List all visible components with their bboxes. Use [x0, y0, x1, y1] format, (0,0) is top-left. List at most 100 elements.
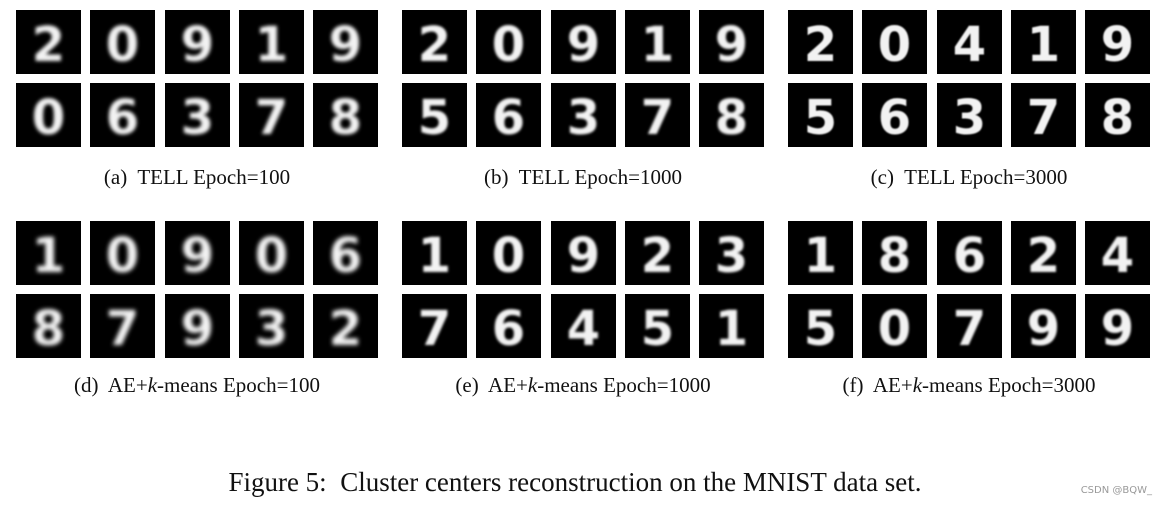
digit-glyph: 4 — [566, 301, 599, 357]
method-k: k — [147, 373, 158, 397]
digit-text: 1 — [804, 228, 837, 284]
watermark: CSDN @BQW_ — [1080, 485, 1152, 496]
digit-image: 7 — [90, 294, 156, 358]
digit-glyph: 9 — [566, 228, 599, 284]
digit-image: 5 — [788, 294, 853, 358]
digit-glyph: 5 — [418, 90, 451, 146]
digit-glyph: 3 — [952, 90, 985, 146]
digit-glyph: 7 — [1027, 90, 1060, 146]
digit-glyph: 4 — [1101, 228, 1134, 284]
digit-image: 9 — [1085, 294, 1150, 358]
digit-text: 2 — [804, 17, 837, 73]
digit-image: 0 — [90, 221, 156, 285]
digit-glyph: 9 — [1101, 301, 1134, 357]
digit-image: 9 — [1010, 294, 1076, 358]
digit-text: 9 — [1101, 301, 1134, 357]
digit-text: 4 — [1101, 228, 1134, 284]
digit-glyph: 9 — [715, 17, 748, 73]
digit-image: 1 — [624, 10, 690, 74]
method-k: k — [912, 373, 923, 397]
digit-glyph: 4 — [952, 17, 985, 73]
method-name: AE+ — [107, 373, 148, 397]
subfigure-label: (c) — [870, 165, 894, 189]
digit-image: 2 — [624, 221, 690, 285]
digit-image: 2 — [788, 10, 853, 74]
digit-image: 7 — [624, 83, 690, 147]
digit-image: 1 — [1010, 10, 1076, 74]
digit-text: 7 — [418, 301, 451, 357]
digit-image: 6 — [90, 83, 156, 147]
digit-image: 1 — [699, 294, 764, 358]
digit-image: 8 — [16, 294, 81, 358]
digit-image: 0 — [238, 221, 304, 285]
digit-image: 8 — [313, 83, 378, 147]
digit-text: 3 — [952, 90, 985, 146]
digit-image: 4 — [1085, 221, 1150, 285]
digit-glyph: 1 — [1027, 17, 1060, 73]
digit-glyph: 9 — [180, 228, 213, 284]
digit-text: 0 — [492, 17, 525, 73]
digit-text: 3 — [566, 90, 599, 146]
digit-image: 0 — [476, 221, 542, 285]
subfigure-caption: (e) AE+k-means Epoch=1000 — [402, 373, 764, 397]
digit-text: 1 — [1027, 17, 1060, 73]
method-name: TELL — [137, 165, 188, 189]
digit-glyph: 2 — [1027, 228, 1060, 284]
figure-number: Figure 5: — [228, 467, 327, 497]
digit-image: 2 — [1010, 221, 1076, 285]
digit-image: 0 — [476, 10, 542, 74]
digit-image: 8 — [1085, 83, 1150, 147]
digit-glyph: 0 — [255, 228, 288, 284]
digit-image: 1 — [402, 221, 467, 285]
epoch-label: Epoch=1000 — [603, 373, 711, 397]
digit-image: 1 — [16, 221, 81, 285]
subfigure-label: (f) — [842, 373, 864, 397]
digit-text: 5 — [641, 301, 674, 357]
digit-image: 9 — [164, 10, 230, 74]
method-name: TELL — [518, 165, 570, 189]
digit-glyph: 6 — [492, 90, 525, 146]
epoch-label: Epoch=1000 — [574, 165, 682, 189]
digit-glyph: 1 — [32, 228, 65, 284]
digit-glyph: 9 — [566, 17, 599, 73]
digit-text: 3 — [255, 301, 288, 357]
subfigure-caption: (b) TELL Epoch=1000 — [402, 165, 764, 189]
subfigure-caption: (f) AE+k-means Epoch=3000 — [788, 373, 1150, 397]
digit-glyph: 2 — [329, 301, 362, 357]
digit-glyph: 5 — [804, 301, 837, 357]
digit-text: 6 — [492, 301, 525, 357]
subfigure-label: (b) — [484, 165, 509, 189]
digit-text: 6 — [492, 90, 525, 146]
digit-image: 9 — [550, 221, 616, 285]
subfigure-label: (e) — [455, 373, 479, 397]
digit-text: 8 — [715, 90, 748, 146]
subfigure-caption: (c) TELL Epoch=3000 — [788, 165, 1150, 189]
digit-image: 9 — [699, 10, 764, 74]
digit-glyph: 0 — [492, 228, 525, 284]
digit-text: 9 — [180, 301, 213, 357]
digit-text: 1 — [418, 228, 451, 284]
digit-text: 1 — [255, 17, 288, 73]
digit-glyph: 8 — [1101, 90, 1134, 146]
method-name: AE+ — [872, 373, 913, 397]
digit-text: 6 — [878, 90, 911, 146]
digit-image: 1 — [238, 10, 304, 74]
digit-glyph: 1 — [715, 301, 748, 357]
method-name: TELL — [904, 165, 955, 189]
digit-text: 2 — [32, 17, 65, 73]
digit-glyph: 0 — [878, 301, 911, 357]
digit-text: 6 — [329, 228, 362, 284]
digit-glyph: 0 — [878, 17, 911, 73]
digit-image: 0 — [862, 10, 928, 74]
digit-glyph: 6 — [952, 228, 985, 284]
subfigure-caption: (d) AE+k-means Epoch=100 — [16, 373, 378, 397]
digit-image: 0 — [16, 83, 81, 147]
epoch-label: Epoch=3000 — [987, 373, 1096, 397]
